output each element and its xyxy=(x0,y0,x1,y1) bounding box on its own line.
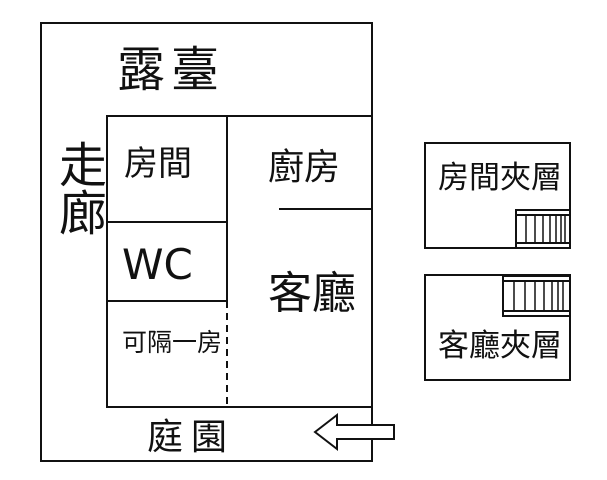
inner-unit-wall xyxy=(106,115,373,408)
living-mezzanine-label: 客廳夾層 xyxy=(438,328,562,364)
living-mezzanine-box xyxy=(424,274,571,381)
stairs-icon xyxy=(502,275,571,317)
kitchen-label: 廚房 xyxy=(268,147,341,188)
entrance-arrow-icon xyxy=(313,412,395,452)
wc-label: WC xyxy=(122,240,193,289)
optional-room-label: 可隔一房 xyxy=(122,328,223,357)
living-room-label: 客廳 xyxy=(268,268,356,319)
bedroom-mezzanine-label: 房間夾層 xyxy=(438,160,562,196)
terrace-label: 露臺 xyxy=(117,42,226,98)
stairs-icon xyxy=(515,209,571,249)
corridor-label: 走廊 xyxy=(50,140,106,236)
bedroom-label: 房間 xyxy=(124,144,192,184)
bedroom-mezzanine-box xyxy=(424,142,571,249)
garden-label: 庭園 xyxy=(147,417,236,458)
